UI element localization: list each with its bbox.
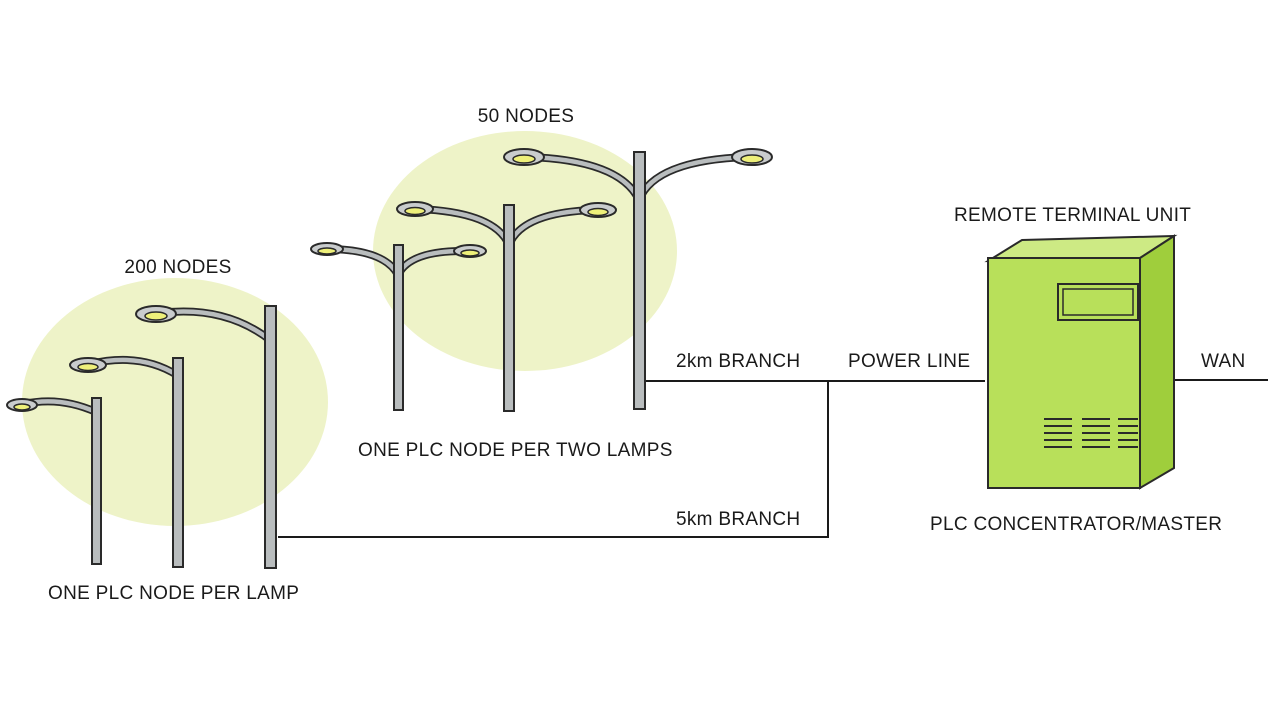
wire-5km-branch xyxy=(278,381,829,538)
streetlight-single-2 xyxy=(69,355,184,568)
streetlight-single-1 xyxy=(6,397,102,565)
streetlight-double-2 xyxy=(396,201,617,412)
cabinet-display xyxy=(1057,283,1139,321)
rtu-cabinet xyxy=(984,234,1178,490)
label-plc-concentrator-master: PLC CONCENTRATOR/MASTER xyxy=(930,514,1222,535)
halo-group-middle xyxy=(373,131,677,371)
cabinet-side xyxy=(1139,234,1175,490)
label-50-nodes: 50 NODES xyxy=(478,106,574,127)
label-200-nodes: 200 NODES xyxy=(124,257,231,278)
label-2km-branch: 2km BRANCH xyxy=(676,351,800,372)
streetlight-double-3 xyxy=(503,148,773,410)
streetlight-single-3 xyxy=(135,305,277,569)
label-remote-terminal-unit: REMOTE TERMINAL UNIT xyxy=(954,205,1191,226)
cabinet-vents xyxy=(1044,418,1138,448)
label-one-plc-node-per-lamp: ONE PLC NODE PER LAMP xyxy=(48,583,299,604)
streetlight-double-1 xyxy=(310,242,487,411)
label-power-line: POWER LINE xyxy=(848,351,970,372)
label-one-plc-node-per-two-lamps: ONE PLC NODE PER TWO LAMPS xyxy=(358,440,673,461)
label-5km-branch: 5km BRANCH xyxy=(676,509,800,530)
label-wan: WAN xyxy=(1201,351,1246,372)
